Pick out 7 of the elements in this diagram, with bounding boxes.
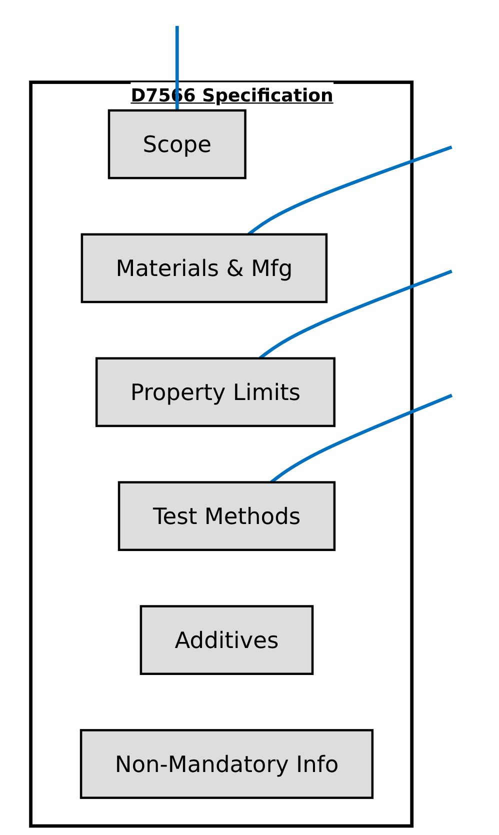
node-box: Property Limits bbox=[95, 357, 336, 428]
connector bbox=[175, 26, 179, 110]
node-box: Additives bbox=[140, 605, 314, 675]
node-box: Scope bbox=[108, 109, 246, 180]
node-box: Materials & Mfg bbox=[80, 233, 328, 304]
node-box: Test Methods bbox=[118, 481, 336, 552]
node-box: Non-Mandatory Info bbox=[80, 729, 374, 799]
